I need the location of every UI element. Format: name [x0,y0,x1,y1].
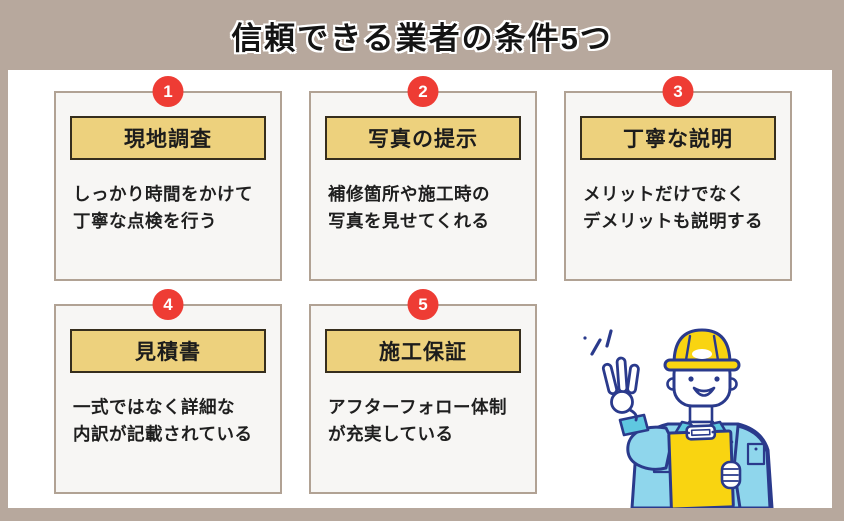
sparkle-icon [583,329,613,356]
card-title-5: 施工保証 [325,329,521,373]
condition-card-5: 5 施工保証 アフターフォロー体制 が充実している [309,289,537,494]
card-description-1: しっかり時間をかけて 丁寧な点検を行う [73,184,253,232]
number-badge-3: 3 [662,76,694,107]
page-title: 信頼できる業者の条件5つ [231,20,613,56]
number-badge-1: 1 [152,76,184,107]
condition-card-4: 4 見積書 一式ではなく詳細な 内訳が記載されている [54,289,282,494]
card-description-4: 一式ではなく詳細な 内訳が記載されている [73,397,253,445]
gripping-hand [720,460,742,490]
card-description-5: アフターフォロー体制 が充実している [328,397,507,445]
hard-hat-icon [663,328,741,372]
card-description-3: メリットだけでなく デメリットも説明する [583,184,763,232]
ok-hand-icon [601,356,640,422]
number-badge-2: 2 [407,76,439,107]
worker-left-arm [618,413,674,471]
worker-illustration [583,328,774,508]
number-badge-5: 5 [407,289,439,320]
header: 信頼できる業者の条件5つ [0,0,844,70]
clipboard-icon [667,424,735,508]
card-title-1: 現地調査 [70,116,266,160]
condition-card-2: 2 写真の提示 補修箇所や施工時の 写真を見せてくれる [309,76,537,281]
condition-card-3: 3 丁寧な説明 メリットだけでなく デメリットも説明する [564,76,792,281]
condition-card-1: 1 現地調査 しっかり時間をかけて 丁寧な点検を行う [54,76,282,281]
card-title-2: 写真の提示 [325,116,521,160]
card-title-4: 見積書 [70,329,266,373]
number-badge-4: 4 [152,289,184,320]
card-title-3: 丁寧な説明 [580,116,776,160]
card-description-2: 補修箇所や施工時の 写真を見せてくれる [328,184,490,232]
content-panel: 1 現地調査 しっかり時間をかけて 丁寧な点検を行う 2 写真の提示 補修箇所や… [8,70,832,508]
worker-right-arm [732,424,772,508]
